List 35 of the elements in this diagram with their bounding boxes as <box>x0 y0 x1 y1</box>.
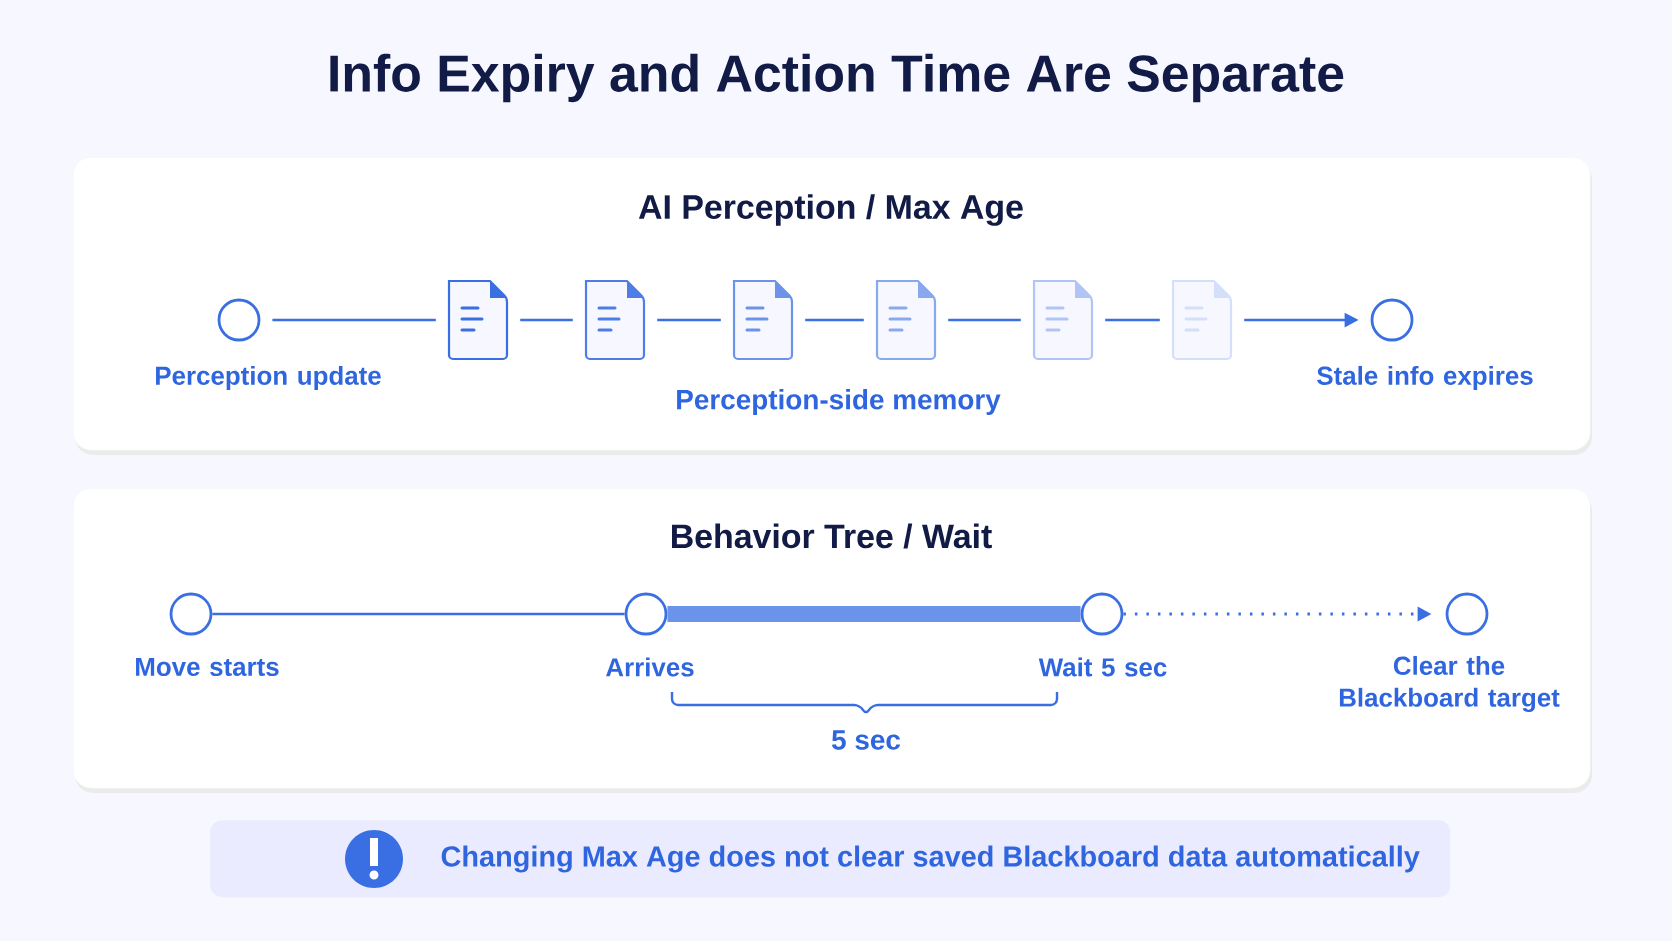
note-band <box>210 820 1451 898</box>
connector <box>805 318 864 322</box>
step-label: Move starts <box>136 657 279 677</box>
timeline-circle <box>1038 592 1167 677</box>
title: Info Expiry and Action Time Are Separate <box>330 53 1344 103</box>
connector <box>520 318 573 322</box>
timeline-circle <box>1317 298 1533 391</box>
timeline-circle <box>606 592 694 677</box>
document-icon <box>732 279 794 361</box>
caption-label: 5 sec <box>831 730 901 750</box>
connector <box>657 318 721 322</box>
document-icon <box>1171 279 1233 361</box>
note-text: Changing Max Age does not clear saved Blackboard data automatically <box>441 845 1420 873</box>
step-label: Clear the Blackboard target <box>1339 655 1560 713</box>
document-icon <box>875 279 937 361</box>
connector <box>948 318 1021 322</box>
timeline-circle <box>156 298 381 391</box>
connector <box>212 612 625 616</box>
timeline-circle <box>136 592 279 677</box>
panel-card <box>73 157 1592 455</box>
step-label: Wait 5 sec <box>1038 657 1167 677</box>
timeline-circle <box>1339 592 1560 713</box>
connector <box>667 606 1081 622</box>
connector <box>272 318 436 322</box>
document-icon <box>584 279 646 361</box>
panel-heading: AI Perception / Max Age <box>638 194 1023 226</box>
document-icon <box>447 279 509 361</box>
connector <box>1105 318 1160 322</box>
panel-heading: Behavior Tree / Wait <box>672 523 992 549</box>
caption-label: Perception-side memory <box>677 389 1001 415</box>
step-label: Perception update <box>156 365 381 391</box>
step-label: Arrives <box>606 657 694 677</box>
document-icon <box>1032 279 1094 361</box>
step-label: Stale info expires <box>1317 365 1533 391</box>
panel-card <box>73 488 1592 793</box>
